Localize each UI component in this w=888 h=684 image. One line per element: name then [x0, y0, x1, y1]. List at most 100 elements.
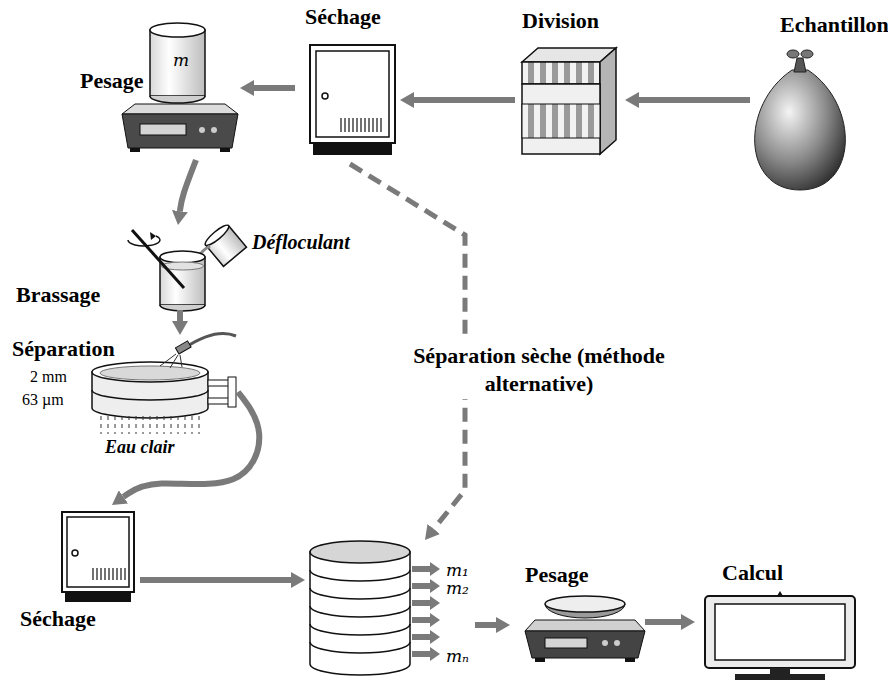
- annotation-text: mₙ: [446, 646, 469, 666]
- process-step: Séparation 2 mm 63 µm Eau clair: [8, 335, 238, 465]
- balance-with-beaker: [199, 127, 205, 133]
- wet-sieves: [92, 390, 208, 400]
- balance-with-beaker: [220, 148, 230, 152]
- process-step: m₁m₂mₙ: [305, 540, 475, 680]
- wet-sieves: [208, 398, 230, 404]
- balance-with-bowl: [525, 631, 645, 658]
- drying-oven: [313, 143, 392, 155]
- stirring-beaker: [160, 257, 205, 305]
- balance-with-beaker: [150, 30, 205, 96]
- drying-oven: [62, 512, 134, 592]
- balance-with-beaker: [211, 127, 217, 133]
- drying-oven: [62, 512, 134, 602]
- wet-sieves: [92, 362, 208, 382]
- balance-with-bowl: [525, 596, 645, 662]
- sample-bag: [755, 70, 846, 190]
- process-step: Séchage: [295, 2, 400, 164]
- sieve-stack: [310, 624, 410, 635]
- sieve-stack: [412, 630, 440, 644]
- sample-bag: [755, 50, 846, 190]
- stirring-beaker: [160, 251, 205, 263]
- drying-oven: [90, 568, 126, 580]
- balance-with-bowl: [602, 640, 608, 646]
- wet-sieves: [208, 380, 230, 386]
- balance-with-beaker: [122, 114, 238, 148]
- drying-oven: [340, 118, 384, 132]
- annotation-text: m₁: [446, 560, 469, 580]
- process-step: Pesage m: [75, 12, 240, 160]
- flow-arrow: [180, 160, 196, 211]
- computer-monitor: [705, 596, 855, 668]
- stirring-beaker: [132, 230, 184, 288]
- drying-oven: [322, 93, 328, 99]
- flow-arrow: [475, 622, 496, 628]
- riffle-splitter: [522, 62, 600, 84]
- annotation-text: Eau clair: [105, 437, 175, 458]
- wet-sieves: [170, 355, 178, 368]
- sieve-stack: [412, 579, 440, 593]
- sieve-stack: [412, 562, 440, 661]
- computer-monitor: [777, 591, 783, 596]
- wet-sieves: [228, 377, 236, 407]
- riffle-splitter: [522, 104, 600, 138]
- balance-with-beaker: [130, 148, 140, 152]
- wet-sieves: [175, 341, 191, 354]
- balance-with-bowl: [625, 658, 635, 662]
- process-step: Séchage: [15, 505, 140, 640]
- process-step: Brassage: [12, 225, 212, 310]
- annotation-text: m: [173, 50, 189, 70]
- balance-with-beaker: [140, 124, 186, 135]
- wet-sieves: [180, 355, 182, 367]
- flow-arrow: [414, 97, 515, 103]
- sieve-stack: [412, 613, 440, 627]
- drying-oven: [310, 45, 395, 143]
- wet-sieves: [186, 333, 236, 347]
- annotation-text: 2 mm: [30, 368, 67, 386]
- stirring-beaker: [128, 236, 160, 246]
- edge-label: Séparation sèche (méthode alternative): [400, 340, 678, 399]
- sieve-stack: [310, 541, 440, 675]
- balance-with-bowl: [614, 640, 620, 646]
- step-label: Pesage: [525, 562, 589, 588]
- stirring-beaker: [128, 230, 205, 311]
- sieve-stack: [412, 596, 440, 610]
- balance-with-beaker: [150, 96, 205, 103]
- drying-oven: [65, 592, 131, 602]
- riffle-splitter: [522, 84, 600, 154]
- sample-bag: [794, 58, 806, 72]
- balance-with-bowl: [545, 638, 587, 648]
- drying-oven: [72, 550, 78, 556]
- step-label: Calcul: [722, 560, 783, 586]
- computer-monitor: [705, 591, 855, 680]
- step-label: Brassage: [16, 282, 100, 308]
- sieve-stack: [310, 606, 410, 617]
- deflocculant-cup: [203, 223, 231, 248]
- process-step: Echantillon: [750, 8, 888, 193]
- sieve-stack: [310, 570, 410, 581]
- stirring-beaker: [150, 232, 156, 240]
- process-step: Pesage: [510, 560, 645, 665]
- step-label: Pesage: [80, 68, 144, 94]
- riffle-splitter: [600, 48, 616, 154]
- reagent-label: Défloculant: [252, 231, 350, 254]
- sieve-stack: [310, 541, 410, 563]
- computer-monitor: [735, 674, 825, 680]
- balance-with-bowl: [525, 620, 645, 631]
- balance-with-bowl: [545, 596, 625, 612]
- balance-with-beaker: [150, 23, 205, 37]
- sieve-stack: [412, 647, 440, 661]
- sample-bag: [787, 50, 799, 58]
- computer-monitor: [770, 668, 790, 674]
- wet-sieves: [160, 354, 176, 366]
- sieve-stack: [310, 642, 410, 653]
- sieve-stack: [310, 552, 410, 675]
- computer-monitor: [715, 604, 845, 660]
- wet-sieves: [100, 366, 200, 380]
- step-label: Séchage: [305, 4, 381, 30]
- step-label: Division: [522, 8, 599, 34]
- step-label: Séparation: [12, 336, 115, 362]
- annotation-text: 63 µm: [22, 391, 64, 409]
- drying-oven: [316, 51, 389, 137]
- process-step: Calcul: [695, 558, 860, 680]
